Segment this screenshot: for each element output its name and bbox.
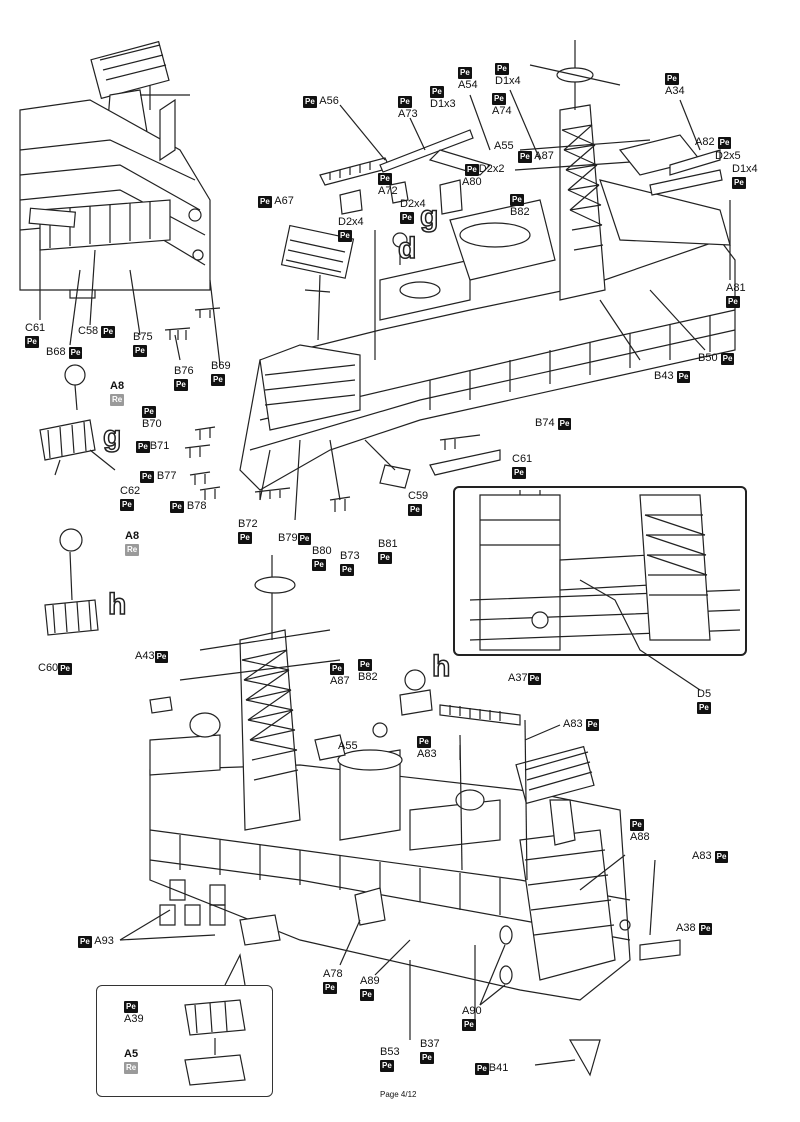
bottom-hull-assembly	[44, 528, 681, 1077]
part-label-b43: B43 Pe	[654, 370, 691, 383]
part-label-b77: Pe B77	[140, 470, 177, 483]
part-label-a67: Pe A67	[258, 195, 294, 208]
step-letter-h-right: h	[431, 649, 451, 684]
part-label-a55-top: A55	[494, 140, 514, 152]
part-label-b50: B50 Pe	[698, 352, 735, 365]
step-letter-h-left: h	[107, 587, 127, 622]
part-label-a56: Pe A56	[303, 95, 339, 108]
detail-inset-d5	[453, 486, 747, 656]
part-label-a38: A38 Pe	[676, 922, 713, 935]
part-label-b68: B68 Pe	[46, 346, 83, 359]
callout-art	[184, 999, 246, 1086]
callout-a39-a5	[96, 985, 273, 1097]
step-letter-g-top: g	[419, 199, 439, 234]
part-label-d2x5: D2x5	[715, 150, 741, 162]
detail-inset-d5-art	[469, 490, 741, 691]
part-label-a55-bottom: A55	[338, 740, 358, 752]
step-letter-d: d	[397, 231, 417, 266]
part-label-b78: Pe B78	[170, 500, 207, 513]
top-left-superstructure	[19, 40, 221, 366]
top-hull-assembly	[39, 40, 736, 521]
part-label-c58: C58 Pe	[78, 325, 116, 338]
part-label-a87-top: Pe A87	[518, 150, 554, 163]
part-label-a80: A80	[462, 176, 482, 188]
part-label-a83-far-right: A83 Pe	[692, 850, 729, 863]
part-label-b74: B74 Pe	[535, 417, 572, 430]
step-letter-g-left: g	[102, 419, 122, 454]
part-label-a83-right: A83 Pe	[563, 718, 600, 731]
part-label-a93: Pe A93	[78, 935, 114, 948]
part-label-a82: A82 Pe	[695, 136, 732, 149]
page-number: Page 4/12	[380, 1090, 417, 1099]
